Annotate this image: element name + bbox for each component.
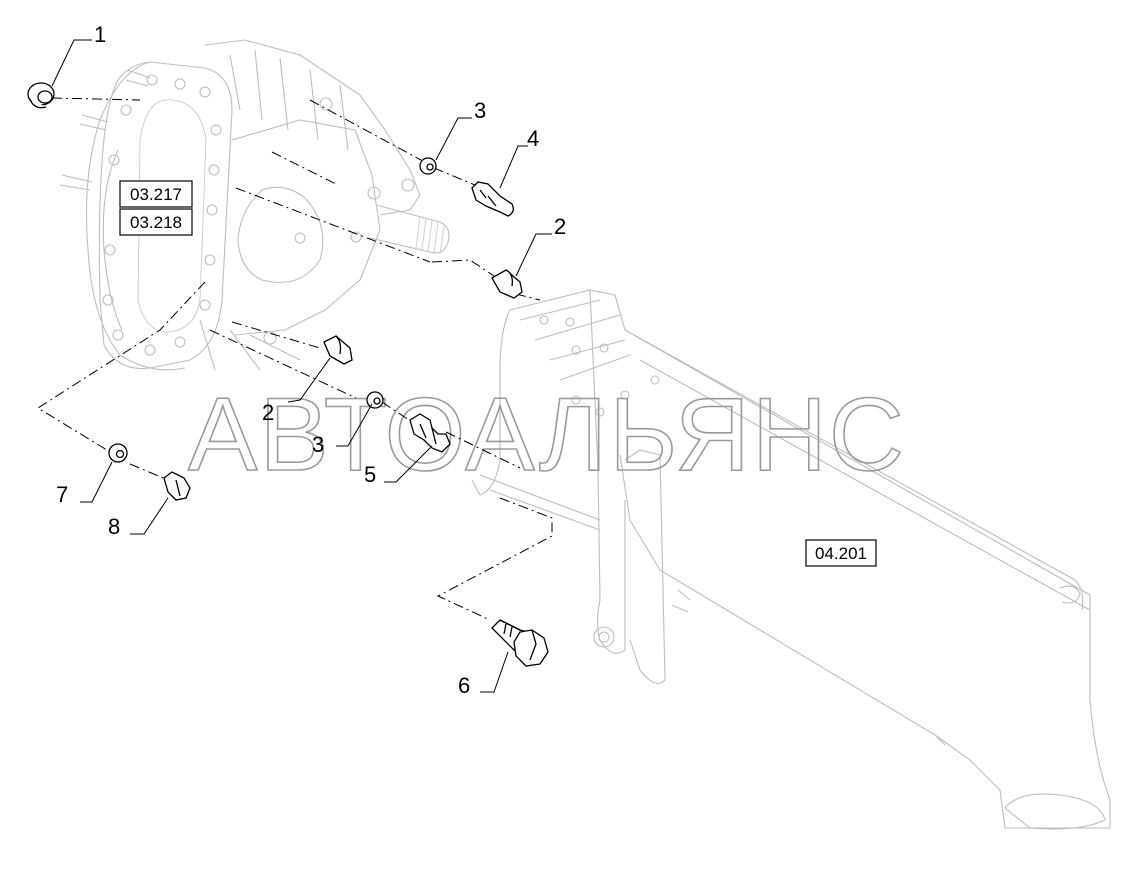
drawbar-frame-ghost [471,289,1111,830]
part-7-washer [108,443,128,463]
assembly-lines [37,97,553,621]
ref-label-04-201: 04.201 [815,544,867,563]
part-4-stud [471,181,514,217]
callout-2-left[interactable]: 2 [262,400,274,425]
callout-3-mid[interactable]: 3 [312,432,324,457]
callout-1[interactable]: 1 [94,22,106,47]
callout-2-right[interactable]: 2 [554,214,566,239]
callout-7[interactable]: 7 [56,482,68,507]
callout-5[interactable]: 5 [364,462,376,487]
part-6-bolt [491,619,549,667]
callout-6[interactable]: 6 [458,673,470,698]
ref-box-03-218[interactable]: 03.218 [119,208,193,236]
callout-4[interactable]: 4 [527,126,539,151]
ref-box-04-201[interactable]: 04.201 [805,539,877,567]
watermark: АВТОАЛЬЯНС [188,377,906,493]
part-5-bolt [409,413,451,453]
part-8-bolt [163,471,191,501]
ref-label-03-217: 03.217 [130,185,182,204]
leader-lines [51,39,552,693]
ref-label-03-218: 03.218 [130,213,182,232]
part-1-spacer [27,82,55,109]
part-3-washer-top [419,157,437,175]
part-2-nipple-right [491,269,523,299]
callout-3-top[interactable]: 3 [474,98,486,123]
part-2-nipple-left [323,335,353,365]
ref-box-03-217[interactable]: 03.217 [119,180,193,208]
callouts: 1 3 4 2 2 3 5 7 8 6 [56,22,566,698]
part-3-washer-mid [366,391,384,409]
callout-8[interactable]: 8 [108,514,120,539]
hub-assembly-ghost [59,39,450,371]
